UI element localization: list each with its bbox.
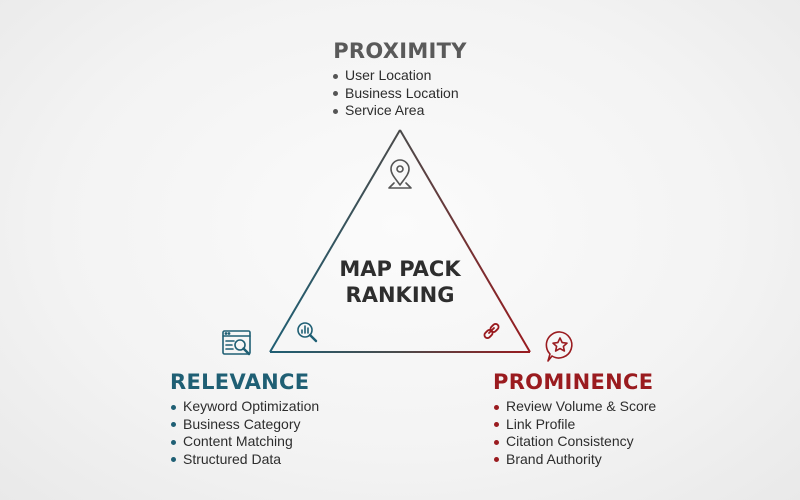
- center-title-line-2: RANKING: [345, 283, 455, 307]
- magnifier-chart-icon: [297, 322, 318, 343]
- center-title-line-1: MAP PACK: [339, 257, 461, 281]
- relevance-list: Keyword Optimization Business Category C…: [171, 398, 319, 468]
- proximity-heading: PROXIMITY: [333, 39, 467, 63]
- proximity-item: Business Location: [333, 85, 459, 103]
- star-badge-icon: [545, 331, 573, 362]
- proximity-list: User Location Business Location Service …: [333, 67, 459, 120]
- relevance-item: Keyword Optimization: [171, 398, 319, 416]
- browser-search-icon: [222, 330, 251, 356]
- triangle-right-edge: [399, 129, 531, 353]
- triangle-left-edge: [269, 129, 401, 353]
- map-pin-icon: [388, 159, 412, 189]
- prominence-list: Review Volume & Score Link Profile Citat…: [494, 398, 656, 468]
- proximity-item: Service Area: [333, 102, 459, 120]
- prominence-item: Link Profile: [494, 416, 656, 434]
- relevance-item: Structured Data: [171, 451, 319, 469]
- link-chain-icon: [483, 323, 500, 339]
- relevance-item: Content Matching: [171, 433, 319, 451]
- prominence-item: Brand Authority: [494, 451, 656, 469]
- proximity-item: User Location: [333, 67, 459, 85]
- prominence-heading: PROMINENCE: [493, 370, 654, 394]
- relevance-item: Business Category: [171, 416, 319, 434]
- relevance-heading: RELEVANCE: [170, 370, 310, 394]
- prominence-item: Citation Consistency: [494, 433, 656, 451]
- prominence-item: Review Volume & Score: [494, 398, 656, 416]
